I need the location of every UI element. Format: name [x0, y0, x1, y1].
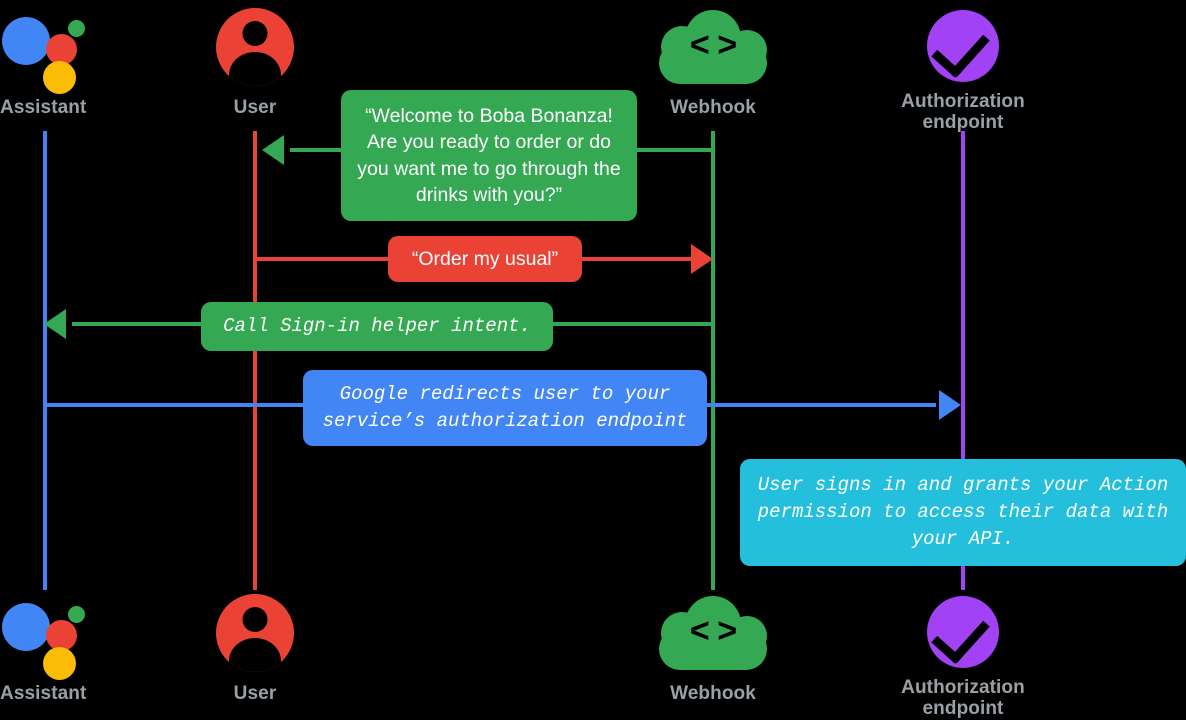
message-text-welcome: “Welcome to Boba Bonanza! Are you ready …	[357, 105, 621, 206]
message-text-user-grants: User signs in and grants your Action per…	[757, 474, 1169, 550]
actor-label-webhook-bottom: Webhook	[670, 683, 756, 704]
message-bubble-order: “Order my usual”	[388, 236, 582, 283]
assistant-dot-green	[68, 606, 85, 623]
arrow-head-signin	[44, 309, 66, 339]
google-assistant-icon	[0, 8, 140, 94]
actor-label-assistant-bottom: Assistant	[0, 683, 87, 704]
message-text-order: “Order my usual”	[411, 248, 559, 270]
actor-auth-bottom: Authorization endpoint	[868, 594, 1058, 719]
code-brackets-glyph: < >	[689, 26, 737, 64]
actor-label-user-top: User	[233, 97, 277, 118]
actor-label-auth-bottom: Authorization endpoint	[901, 677, 1025, 719]
lifeline-assistant	[43, 131, 47, 590]
avatar-body	[229, 52, 281, 86]
lifeline-auth	[961, 131, 965, 590]
assistant-dot-yellow	[43, 647, 76, 680]
message-bubble-user-grants: User signs in and grants your Action per…	[740, 459, 1186, 566]
lifeline-user	[253, 131, 257, 590]
cloud-code-icon: < >	[618, 8, 808, 94]
assistant-dot-red	[46, 34, 77, 65]
actor-label-user-bottom: User	[233, 683, 277, 704]
actor-webhook-bottom: < > Webhook	[618, 594, 808, 705]
cloud-base	[659, 42, 767, 84]
code-brackets-glyph: < >	[689, 612, 737, 650]
cloud-base	[659, 628, 767, 670]
assistant-dot-red	[46, 620, 77, 651]
user-avatar-icon	[160, 8, 350, 94]
arrow-head-order	[691, 244, 713, 274]
message-text-redirect: Google redirects user to your service’s …	[322, 383, 688, 432]
actor-user-top: User	[160, 8, 350, 119]
assistant-dot-green	[68, 20, 85, 37]
avatar-body	[229, 638, 281, 672]
actor-user-bottom: User	[160, 594, 350, 705]
actor-label-assistant-top: Assistant	[0, 97, 87, 118]
actor-label-auth-top: Authorization endpoint	[901, 91, 1025, 133]
check-circle-icon-bottom	[868, 594, 1058, 674]
google-assistant-icon-bottom	[0, 594, 140, 680]
lifeline-webhook	[711, 131, 715, 590]
actor-label-webhook-top: Webhook	[670, 97, 756, 118]
message-bubble-redirect: Google redirects user to your service’s …	[303, 370, 707, 446]
actor-assistant-top: Assistant	[0, 8, 140, 119]
cloud-code-icon-bottom: < >	[618, 594, 808, 680]
avatar-head	[242, 607, 268, 632]
checkmark-glyph	[931, 604, 990, 665]
assistant-dot-blue	[2, 603, 50, 651]
message-bubble-welcome: “Welcome to Boba Bonanza! Are you ready …	[341, 90, 637, 222]
avatar-head	[242, 21, 268, 46]
arrow-head-redirect	[939, 390, 961, 420]
actor-webhook-top: < > Webhook	[618, 8, 808, 119]
message-text-signin: Call Sign-in helper intent.	[223, 315, 531, 337]
check-circle-icon	[868, 8, 1058, 88]
user-avatar-icon-bottom	[160, 594, 350, 680]
assistant-dot-blue	[2, 17, 50, 65]
message-bubble-signin: Call Sign-in helper intent.	[201, 302, 553, 351]
actor-assistant-bottom: Assistant	[0, 594, 140, 705]
assistant-dot-yellow	[43, 61, 76, 94]
actor-auth-top: Authorization endpoint	[868, 8, 1058, 133]
checkmark-glyph	[931, 18, 990, 79]
arrow-head-welcome	[262, 135, 284, 165]
